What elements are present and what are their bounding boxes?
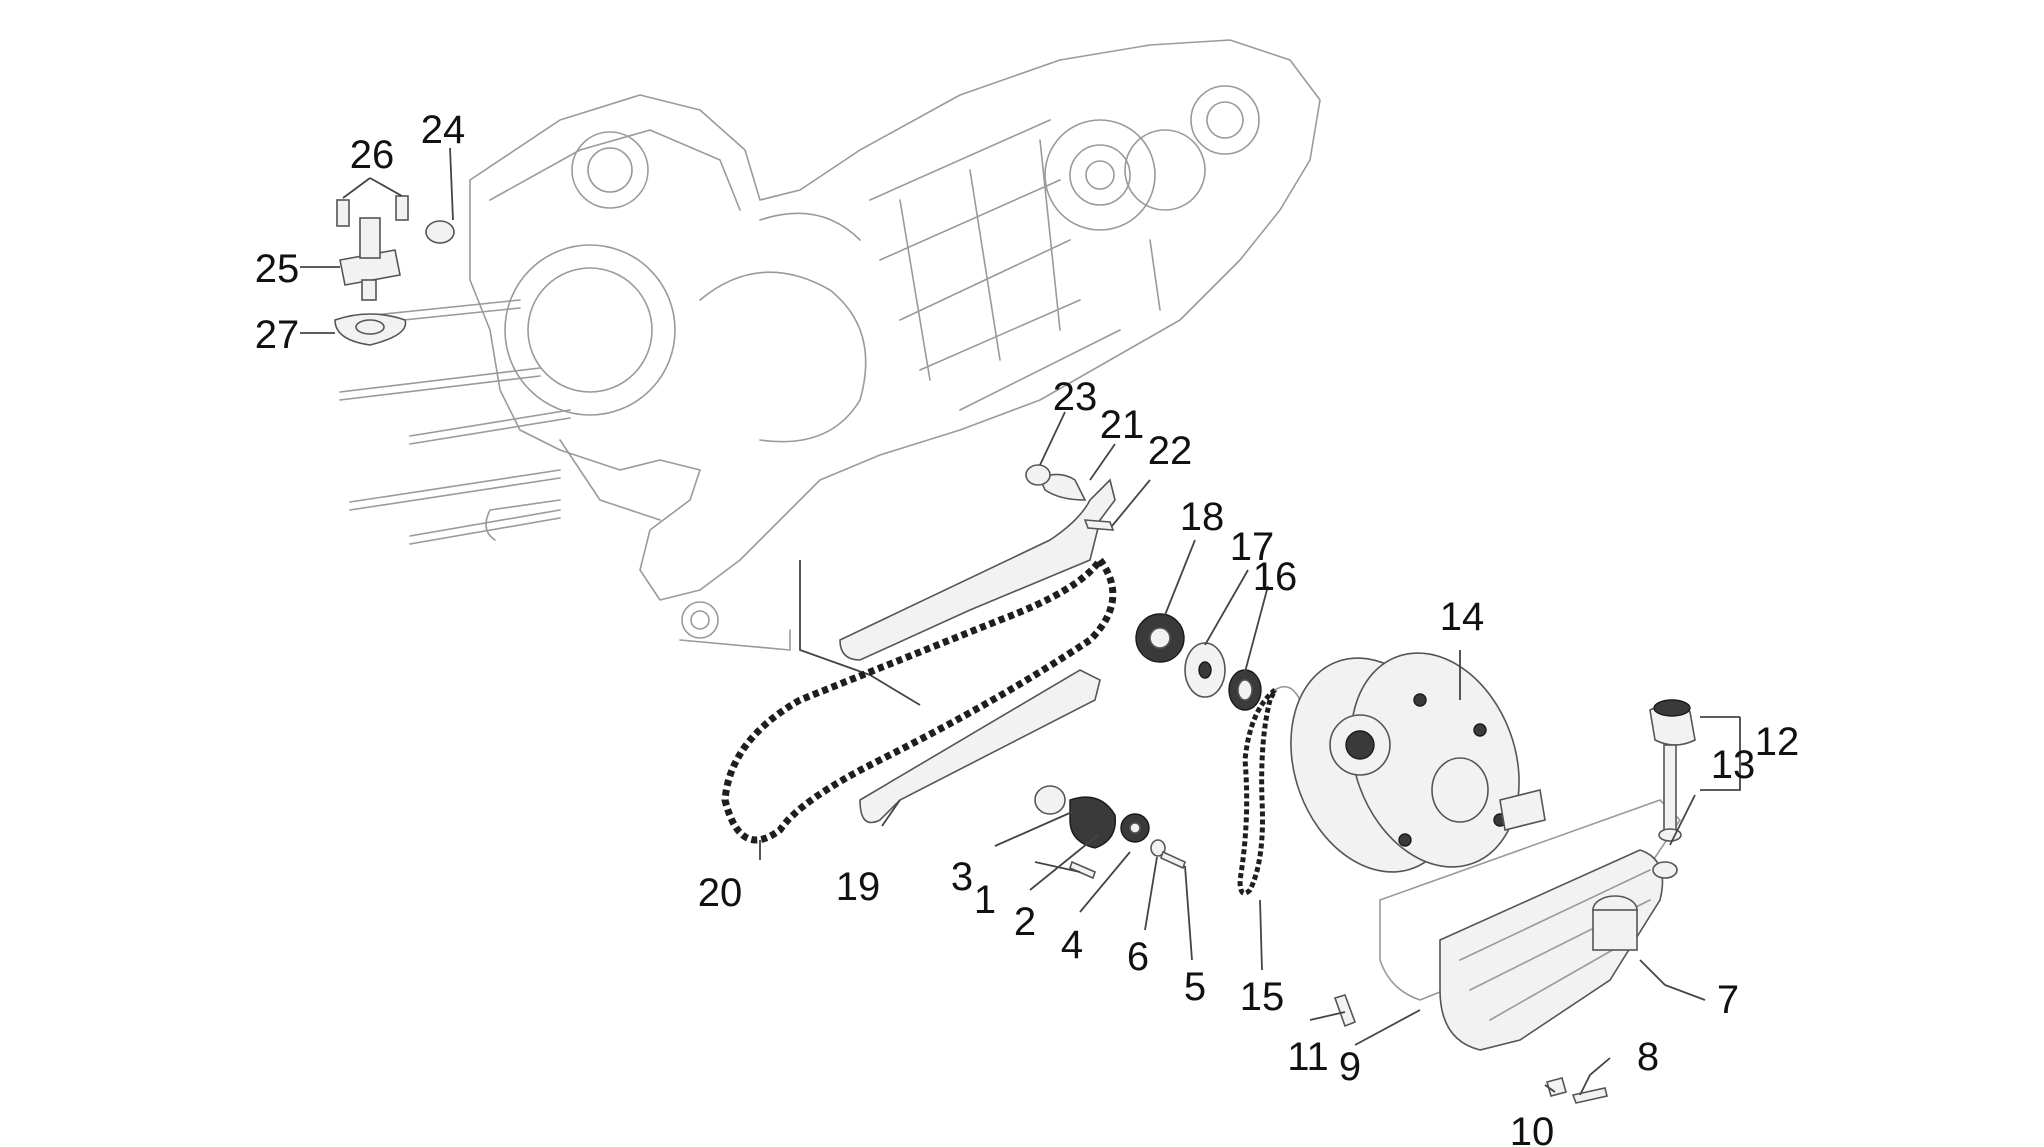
callout-labels: 1 2 3 4 5 6 7 8 9 10 11 12 13 14 15 16 1…	[255, 108, 1800, 1147]
oil-pump-cover	[1290, 652, 1546, 873]
callout-6: 6	[1127, 935, 1149, 979]
chain-tensioner-group	[300, 147, 455, 346]
timing-chains	[721, 553, 1301, 896]
callout-25: 25	[255, 247, 300, 291]
callout-17: 17	[1230, 525, 1275, 569]
callout-4: 4	[1061, 923, 1083, 967]
oil-pump-assembly	[1034, 785, 1186, 880]
callout-9: 9	[1339, 1045, 1361, 1089]
callout-13: 13	[1711, 743, 1756, 787]
callout-20: 20	[698, 871, 743, 915]
callout-22: 22	[1148, 429, 1193, 473]
callout-27: 27	[255, 313, 300, 357]
crankcase-drawing	[339, 39, 1321, 706]
callout-12: 12	[1755, 720, 1800, 764]
callout-21: 21	[1100, 403, 1145, 447]
callout-19: 19	[836, 865, 881, 909]
callout-8: 8	[1637, 1035, 1659, 1079]
callout-15: 15	[1240, 975, 1285, 1019]
sprockets	[1135, 613, 1262, 711]
callout-24: 24	[421, 108, 466, 152]
callout-10: 10	[1510, 1110, 1555, 1147]
callout-5: 5	[1184, 965, 1206, 1009]
callout-23: 23	[1053, 375, 1098, 419]
callout-16: 16	[1253, 555, 1298, 599]
chain-guides	[839, 464, 1116, 824]
leader-lines	[759, 411, 1741, 1096]
callout-7: 7	[1717, 978, 1739, 1022]
callout-1: 1	[974, 878, 996, 922]
callout-14: 14	[1440, 595, 1485, 639]
callout-3: 3	[951, 855, 973, 899]
callout-18: 18	[1180, 495, 1225, 539]
callout-11: 11	[1287, 1035, 1329, 1079]
callout-26: 26	[350, 133, 395, 177]
callout-2: 2	[1014, 900, 1036, 944]
